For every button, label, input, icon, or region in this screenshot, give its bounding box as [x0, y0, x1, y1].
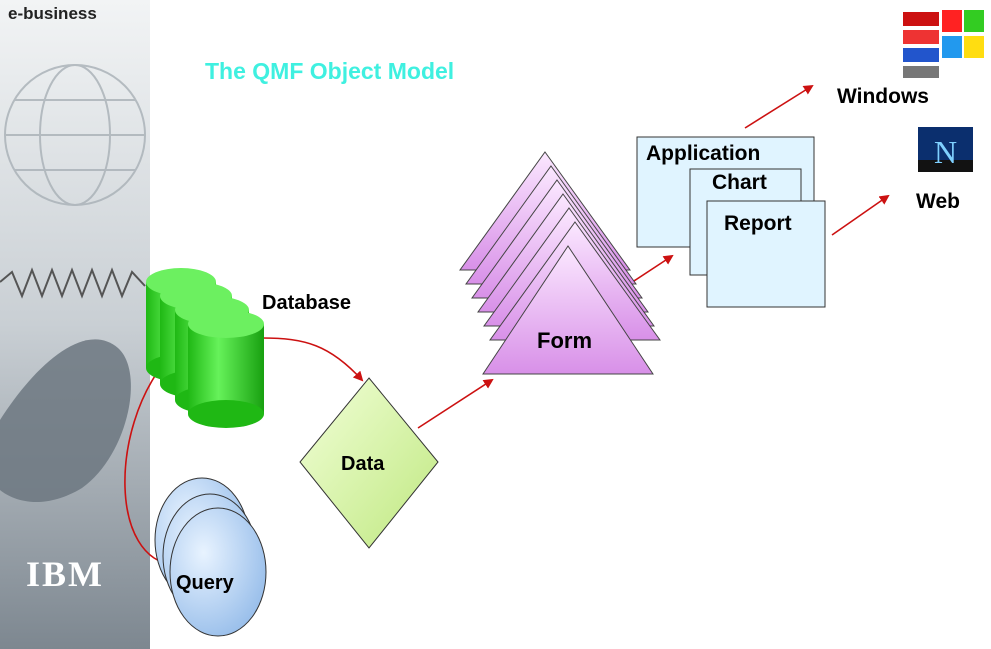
- windows-label: Windows: [837, 85, 929, 108]
- arrow-report-to-web: [831, 194, 890, 236]
- query-ovals: [154, 477, 267, 637]
- application-label: Application: [646, 142, 761, 165]
- output-pages: [636, 136, 826, 308]
- arrow-application-to-windows: [744, 84, 814, 129]
- database-label: Database: [262, 292, 351, 314]
- svg-text:N: N: [934, 134, 957, 170]
- sidebar-decoration: IBM: [0, 0, 150, 649]
- data-diamond: [299, 377, 439, 549]
- form-label: Form: [537, 328, 592, 353]
- arrow-data-to-form: [417, 378, 494, 429]
- form-triangles: [459, 151, 661, 375]
- globe-graphic: [4, 64, 146, 206]
- wave-graphic: [0, 267, 146, 299]
- hand-mouse-graphic: [0, 339, 131, 503]
- diagram-title: The QMF Object Model: [205, 58, 455, 84]
- query-label: Query: [176, 572, 234, 594]
- arrow-database-to-data: [261, 337, 364, 382]
- web-label: Web: [916, 190, 960, 213]
- data-label: Data: [341, 453, 385, 475]
- windows-logo-icon: [903, 10, 984, 78]
- e-business-tagline: e-business: [8, 4, 97, 23]
- ibm-logo: IBM: [26, 554, 104, 594]
- arrow-query-to-database: [124, 360, 176, 566]
- netscape-logo-icon: N: [918, 127, 973, 172]
- report-page: [706, 200, 826, 308]
- report-label: Report: [724, 212, 792, 235]
- database-cylinders: [146, 268, 264, 428]
- chart-label: Chart: [712, 171, 767, 194]
